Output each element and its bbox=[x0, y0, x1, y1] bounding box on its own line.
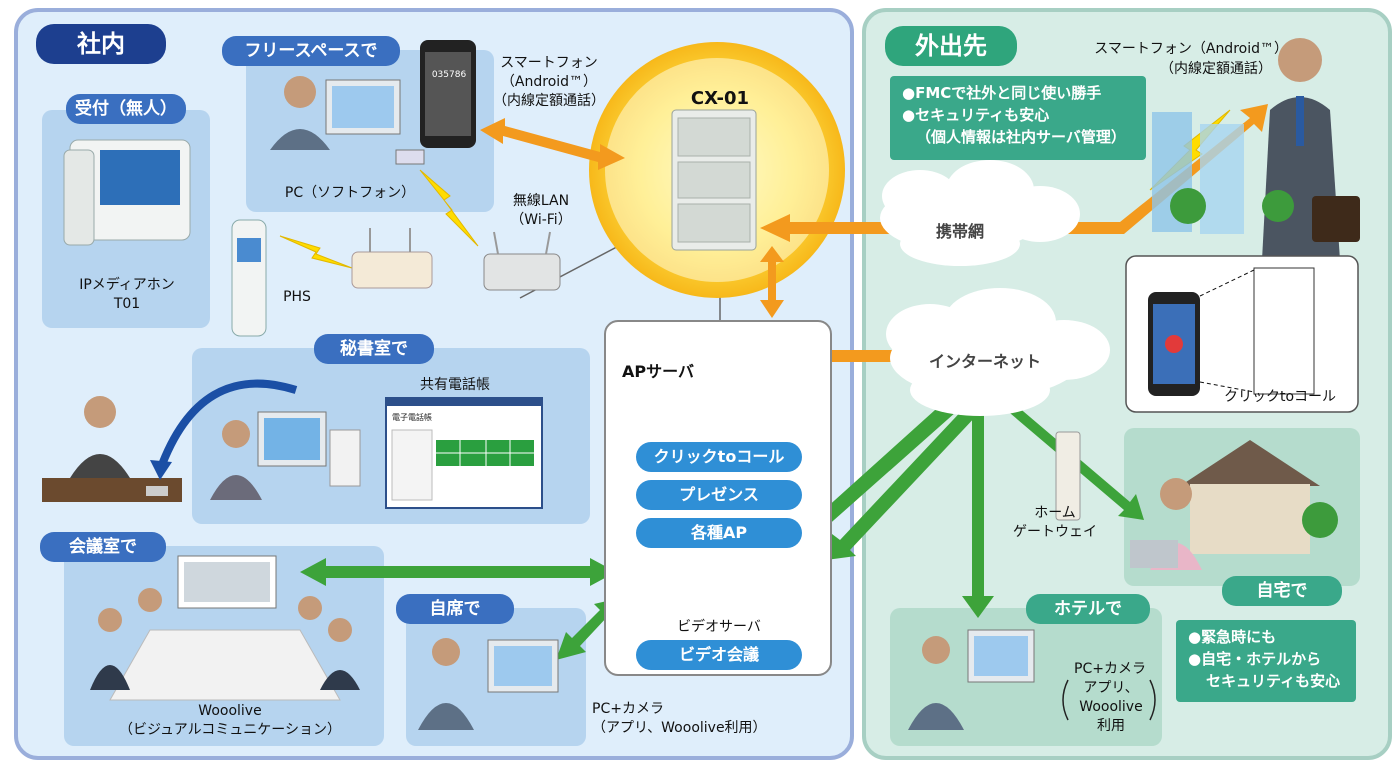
emergency-3: セキュリティも安心 bbox=[1206, 672, 1341, 690]
internal-title: 社内 bbox=[36, 24, 166, 64]
smartphone-screen-number: 035786 bbox=[431, 70, 467, 80]
cx01-label: CX-01 bbox=[690, 88, 750, 109]
hotel-label-1: PC+カメラ bbox=[1074, 661, 1146, 677]
reception-tag: 受付（無人） bbox=[66, 94, 186, 124]
home-tag: 自宅で bbox=[1222, 576, 1342, 606]
own-seat-label-2: （アプリ、Wooolive利用） bbox=[592, 720, 767, 736]
ip-media-phone-icon bbox=[63, 139, 191, 246]
arrow-internet-video2 bbox=[826, 404, 978, 560]
emergency-box: ●緊急時にも ●自宅・ホテルから セキュリティも安心 bbox=[1176, 620, 1356, 702]
phonebook-label: 共有電話帳 bbox=[420, 377, 490, 393]
hotel-tag: ホテルで bbox=[1026, 594, 1150, 624]
hotel-paren-left bbox=[1062, 679, 1069, 721]
phs-icon bbox=[231, 219, 267, 337]
arrow-cx01-server bbox=[760, 246, 784, 318]
benefit-2: ●セキュリティも安心 bbox=[902, 106, 1050, 124]
meeting-label-2: （ビジュアルコミュニケーション） bbox=[118, 722, 342, 738]
arrow-meeting-video bbox=[300, 558, 616, 586]
softphone-label: PC（ソフトフォン） bbox=[284, 185, 416, 201]
cloud-internet bbox=[886, 288, 1110, 416]
smartphone-label-1: スマートフォン bbox=[500, 55, 598, 71]
cx01-unit-icon bbox=[671, 109, 757, 251]
service-various-ap: 各種AP bbox=[636, 518, 802, 548]
hotel-label-2: アプリ、 bbox=[1083, 680, 1139, 696]
manager-person-icon bbox=[42, 396, 182, 502]
lightning-phs-ap bbox=[279, 235, 353, 269]
buildings-icon bbox=[1152, 112, 1294, 234]
lightning-pc-wlan bbox=[419, 169, 479, 247]
zoom-line-top bbox=[1199, 269, 1255, 297]
emergency-2: ●自宅・ホテルから bbox=[1188, 650, 1322, 668]
secretary-curved-arrow bbox=[156, 379, 298, 472]
external-title: 外出先 bbox=[885, 26, 1017, 66]
service-click-to-call: クリックtoコール bbox=[636, 442, 802, 472]
video-meeting-pill: ビデオ会議 bbox=[636, 640, 802, 670]
orange-arrows bbox=[480, 104, 1268, 370]
smartphone-label-2: （Android™） bbox=[500, 74, 598, 90]
internet-label: インターネット bbox=[928, 352, 1041, 371]
own-seat-tag: 自席で bbox=[396, 594, 514, 624]
ip-phone-label-2: T01 bbox=[113, 296, 141, 312]
click-to-call-phone-icon bbox=[1148, 292, 1200, 396]
smartphone-icon bbox=[420, 40, 476, 148]
service-presence: プレゼンス bbox=[636, 480, 802, 510]
secretary-tag: 秘書室で bbox=[314, 334, 434, 364]
wlan-label-1: 無線LAN bbox=[512, 193, 570, 209]
meeting-room-icon bbox=[90, 555, 360, 701]
own-seat-person-icon bbox=[418, 638, 559, 730]
businessman-icon bbox=[1262, 38, 1360, 260]
gateway-label-2: ゲートウェイ bbox=[1013, 524, 1097, 540]
secretary-arrow-head bbox=[150, 460, 172, 480]
arrow-internet-hotel bbox=[962, 400, 994, 618]
arrow-internet-server bbox=[784, 342, 900, 370]
arrow-cx01-mobile bbox=[760, 104, 1268, 242]
phonebook-screen-title: 電子電話帳 bbox=[392, 413, 432, 422]
phs-label: PHS bbox=[283, 289, 311, 305]
wlan-ap-icons bbox=[351, 228, 561, 291]
contact-list-screen bbox=[1253, 267, 1315, 395]
hotel-label-3: Wooolive bbox=[1079, 699, 1143, 715]
emergency-1: ●緊急時にも bbox=[1188, 628, 1277, 646]
arrow-internet-video1 bbox=[800, 392, 965, 538]
cloud-mobile-net bbox=[880, 160, 1080, 266]
secretary-person-icon bbox=[210, 411, 361, 500]
outside-smartphone-label-2: （内線定額通話） bbox=[1160, 61, 1272, 77]
benefit-1: ●FMCで社外と同じ使い勝手 bbox=[902, 84, 1102, 102]
smartphone-label-3: （内線定額通話） bbox=[493, 93, 605, 109]
hotel-label-4: 利用 bbox=[1097, 718, 1125, 734]
mobile-network-label: 携帯網 bbox=[935, 222, 984, 241]
phonebook-screen bbox=[385, 397, 543, 509]
arrow-smartphone-cx01 bbox=[480, 118, 625, 170]
home-woman-icon bbox=[1130, 478, 1202, 570]
hotel-person-icon bbox=[908, 629, 1035, 730]
zoom-line-bottom bbox=[1199, 381, 1255, 393]
video-server-label: ビデオサーバ bbox=[677, 619, 761, 635]
home-house-icon bbox=[1180, 440, 1338, 554]
click-to-call-label: クリックtoコール bbox=[1223, 389, 1337, 405]
own-seat-label-1: PC+カメラ bbox=[592, 701, 664, 717]
wlan-label-2: （Wi-Fi） bbox=[510, 212, 572, 228]
free-space-tag: フリースペースで bbox=[222, 36, 400, 66]
ap-server-label: APサーバ bbox=[622, 362, 694, 381]
gateway-label-1: ホーム bbox=[1034, 505, 1076, 521]
benefit-3: （個人情報は社内サーバ管理） bbox=[916, 128, 1126, 146]
home-gateway-icon bbox=[1055, 431, 1081, 521]
softphone-pc-icon bbox=[270, 76, 425, 165]
fmc-benefits-box: ●FMCで社外と同じ使い勝手 ●セキュリティも安心 （個人情報は社内サーバ管理） bbox=[890, 76, 1146, 160]
meeting-tag: 会議室で bbox=[40, 532, 166, 562]
outside-smartphone-label-1: スマートフォン（Android™） bbox=[1094, 41, 1288, 57]
hotel-paren-right bbox=[1149, 679, 1156, 721]
meeting-label-1: Wooolive bbox=[198, 703, 262, 719]
ip-phone-label-1: IPメディアホン bbox=[79, 277, 175, 293]
